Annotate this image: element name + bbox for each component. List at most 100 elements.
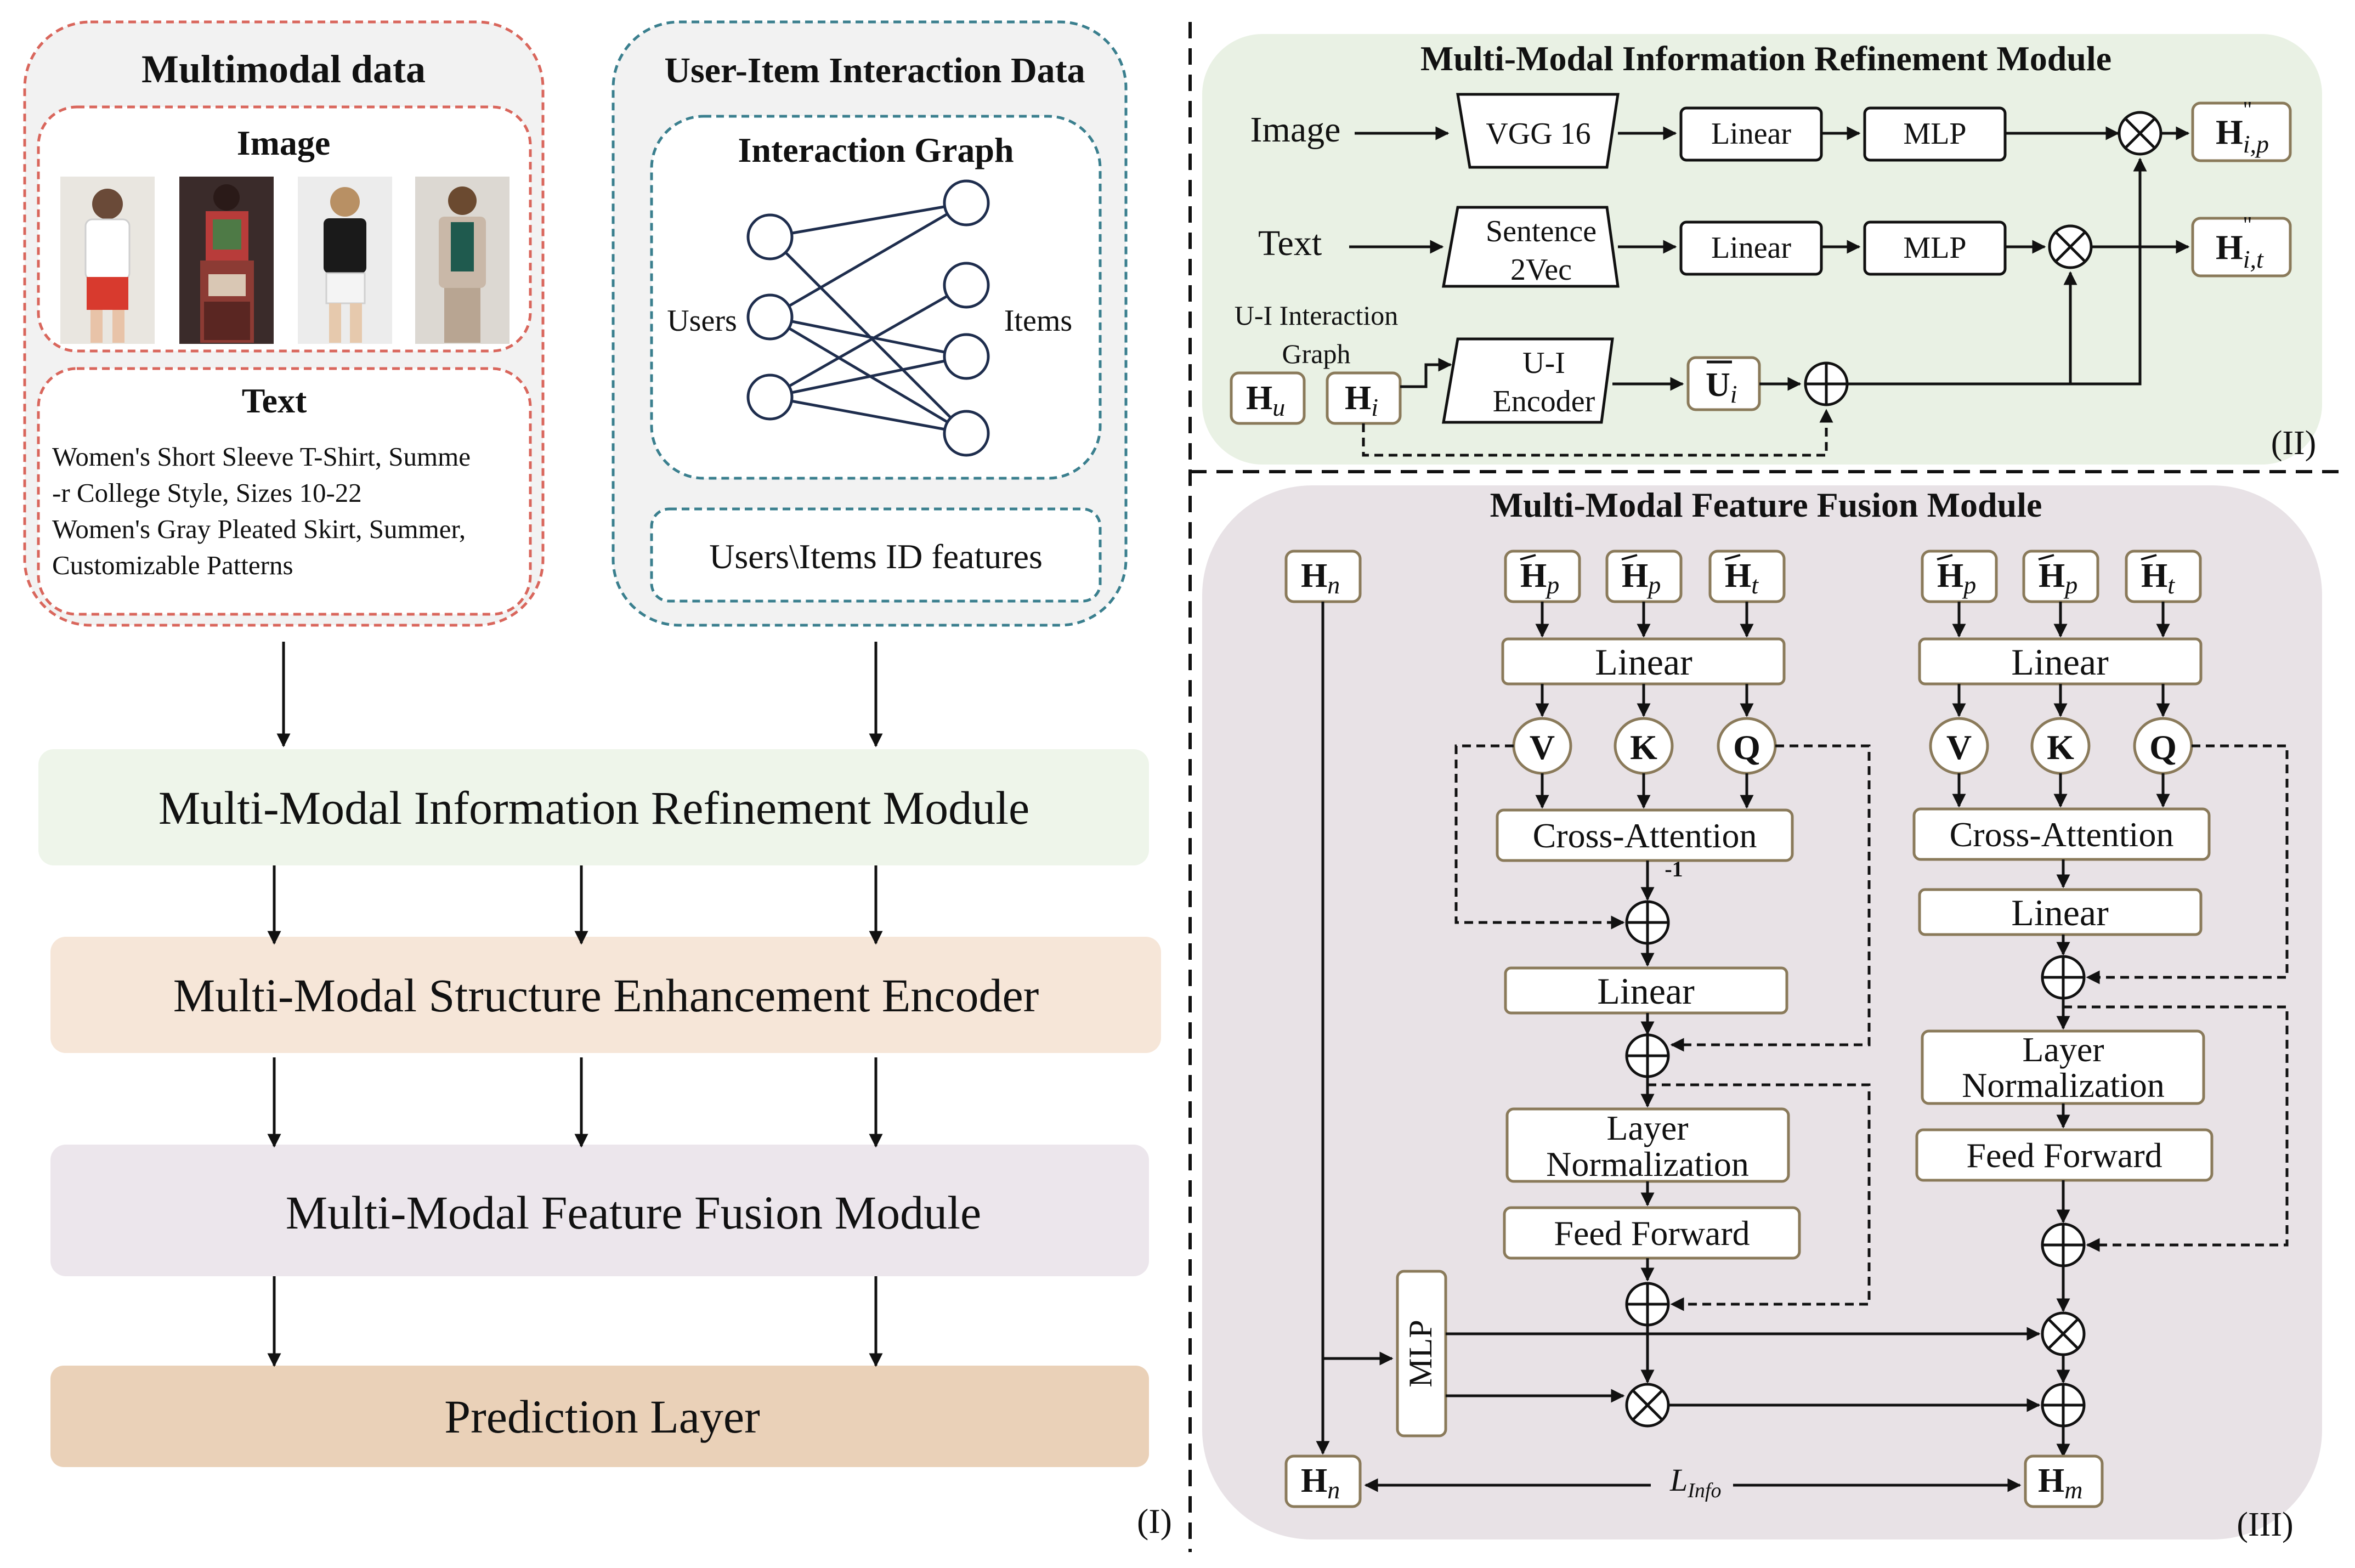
- fusion-title: Multi-Modal Feature Fusion Module: [1490, 485, 2042, 524]
- info-loss-label: LInfo: [1669, 1462, 1721, 1502]
- user-node: [746, 373, 794, 421]
- right-cross-attention-label: Cross-Attention: [1950, 815, 2174, 854]
- sentence2vec-label-1: Sentence: [1486, 214, 1597, 248]
- sentence2vec-block: [1442, 206, 1620, 288]
- right-k-label: K: [2047, 728, 2074, 767]
- product-description: Women's Short Sleeve T-Shirt, Summe -r C…: [52, 439, 535, 584]
- r-h-tilde-p-label: Hp: [1937, 557, 1976, 599]
- pipeline-refinement-label: Multi-Modal Information Refinement Modul…: [158, 782, 1029, 834]
- right-cross-attention: [1912, 807, 2211, 861]
- right-layer-norm-label-1: Layer: [2022, 1030, 2104, 1069]
- output-h-it-prime: ": [2243, 213, 2252, 238]
- ui-encoder-block: [1442, 337, 1614, 424]
- pipeline-prediction-box: [50, 1366, 1149, 1467]
- multimodal-data-title: Multimodal data: [141, 47, 426, 91]
- right-add-op-2: [2041, 1222, 2086, 1267]
- ui-encoder-label-1: U-I: [1522, 346, 1565, 380]
- right-linear-mid-label: Linear: [2011, 892, 2109, 933]
- pipeline-fusion-label: Multi-Modal Feature Fusion Module: [286, 1186, 981, 1239]
- left-layer-norm-label-2: Normalization: [1546, 1145, 1749, 1184]
- user-nodes: [746, 213, 794, 421]
- item-node: [943, 179, 990, 227]
- pipeline-fusion-box: [50, 1145, 1149, 1276]
- right-feed-forward-label: Feed Forward: [1966, 1136, 2162, 1175]
- left-linear-top-label: Linear: [1595, 641, 1692, 683]
- h-n-output-label: Hn: [1301, 1462, 1340, 1504]
- image-linear-label: Linear: [1711, 117, 1791, 151]
- product-photo-3: [298, 177, 392, 344]
- right-layer-norm-label-2: Normalization: [1962, 1066, 2165, 1105]
- h-tilde-p-label: Hp: [1520, 557, 1559, 599]
- r-h-tilde-p-label-2: Hp: [2039, 557, 2077, 599]
- left-layer-norm-label-1: Layer: [1606, 1108, 1688, 1147]
- output-h-ip-box: [2191, 101, 2292, 162]
- image-input-label: Image: [1250, 110, 1341, 150]
- left-cross-attention: [1496, 808, 1794, 862]
- h-u-box: [1230, 371, 1306, 425]
- text-multiply-op: [2048, 224, 2093, 269]
- left-add-op-2: [1625, 1033, 1670, 1078]
- product-description-line: Women's Gray Pleated Skirt, Summer,: [52, 514, 466, 544]
- left-linear-mid-label: Linear: [1597, 970, 1695, 1012]
- output-h-it: Hi,t: [2216, 228, 2264, 273]
- pipeline-structure-label: Multi-Modal Structure Enhancement Encode…: [173, 969, 1039, 1022]
- left-v-label: V: [1530, 728, 1555, 767]
- ui-add-op: [1804, 361, 1849, 406]
- item-node: [943, 333, 990, 380]
- r-h-tilde-t-label: Ht: [2141, 557, 2175, 599]
- product-description-line: Women's Short Sleeve T-Shirt, Summe: [52, 441, 471, 472]
- user-node: [746, 293, 794, 341]
- ui-encoder-label-2: Encoder: [1493, 384, 1595, 418]
- left-multiply-op: [1625, 1383, 1670, 1428]
- h-n-output-box: [1284, 1454, 1362, 1508]
- right-add-op-final: [2041, 1383, 2086, 1428]
- fusion-mlp-block: [1396, 1270, 1447, 1437]
- minus-one-label: -1: [1665, 857, 1683, 881]
- pipeline-structure-box: [50, 937, 1161, 1053]
- product-photo-2: [179, 177, 274, 344]
- item-node: [943, 410, 990, 457]
- interaction-graph-title: Interaction Graph: [738, 131, 1014, 169]
- left-add-op-1: [1625, 900, 1670, 945]
- text-mlp-label: MLP: [1903, 231, 1966, 265]
- panel-ii-label: (II): [2271, 424, 2317, 462]
- user-node: [746, 213, 794, 261]
- ui-graph-label-1: U-I Interaction: [1235, 300, 1398, 331]
- image-subbox: [37, 105, 532, 353]
- interaction-data-title: User-Item Interaction Data: [664, 50, 1085, 90]
- output-h-ip-prime: ": [2243, 98, 2252, 123]
- text-input-label: Text: [1258, 223, 1322, 263]
- product-photo-4: [415, 177, 510, 344]
- product-description-line: Customizable Patterns: [52, 550, 293, 580]
- panel-i-label: (I): [1137, 1502, 1172, 1541]
- u-bar-label: Ui: [1706, 366, 1737, 408]
- h-tilde-t-label: Ht: [1725, 557, 1759, 599]
- h-n-input-label: Hn: [1301, 557, 1340, 599]
- bipartite-graph: [769, 201, 967, 435]
- h-i-label: Hi: [1345, 380, 1378, 421]
- output-h-it-box: [2191, 217, 2292, 278]
- items-label: Items: [1004, 304, 1072, 338]
- product-photo-1: [60, 177, 155, 344]
- id-features-label: Users\Items ID features: [709, 537, 1043, 576]
- left-feed-forward: [1503, 1206, 1801, 1260]
- h-m-output-box: [2024, 1454, 2104, 1508]
- h-u-label: Hu: [1246, 380, 1285, 421]
- fusion-mlp-label: MLP: [1402, 1320, 1439, 1387]
- h-m-output-label: Hm: [2038, 1462, 2082, 1504]
- vgg16-label: VGG 16: [1486, 117, 1590, 151]
- image-multiply-op: [2118, 111, 2162, 156]
- left-k-label: K: [1630, 728, 1657, 767]
- left-attention-stack: Hp Hp Ht Linear V K: [1454, 550, 1871, 1428]
- panel-refinement: Multi-Modal Information Refinement Modul…: [1202, 34, 2322, 465]
- pipeline-refinement-box: [38, 749, 1149, 865]
- right-v-label: V: [1946, 728, 1972, 767]
- image-subbox-title: Image: [237, 123, 331, 162]
- left-feed-forward-label: Feed Forward: [1554, 1214, 1750, 1253]
- right-attention-stack: Hp Hp Ht Linear V K: [1912, 550, 2289, 1458]
- h-tilde-p-label-2: Hp: [1622, 557, 1661, 599]
- panel-iii-label: (III): [2237, 1506, 2293, 1543]
- ui-graph-label-2: Graph: [1282, 338, 1351, 369]
- left-q-label: Q: [1733, 728, 1760, 767]
